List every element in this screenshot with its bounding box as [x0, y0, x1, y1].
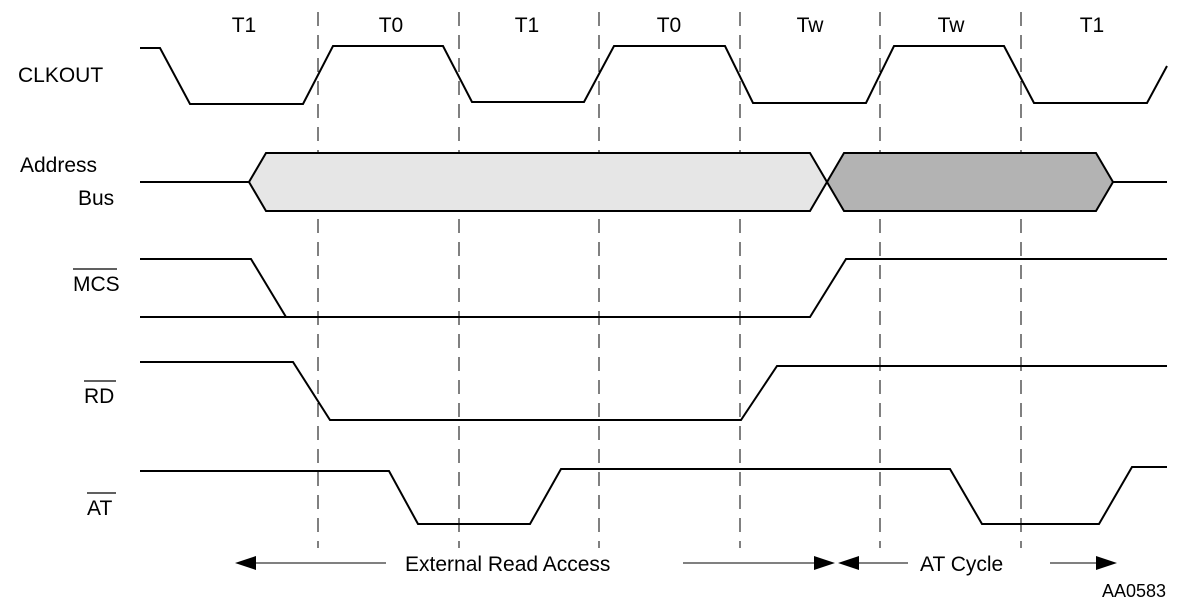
at-waveform: [140, 466, 1167, 525]
state-label: T1: [1080, 14, 1105, 37]
mcs-waveform-low: [140, 258, 1167, 318]
arrow-right-icon: [1096, 556, 1117, 570]
address-bus-at-segment: [825, 152, 1115, 212]
address-bus-label-line1: Address: [20, 154, 97, 177]
signal-labels: CLKOUT Address Bus MCS RD AT: [18, 64, 120, 520]
state-label: Tw: [797, 14, 825, 37]
rd-waveform: [140, 361, 1167, 421]
address-bus-read-segment: [247, 152, 829, 212]
mcs-waveform-high: [140, 258, 287, 318]
at-label: AT: [87, 497, 112, 520]
arrow-left-icon: [838, 556, 859, 570]
state-dividers: [317, 12, 1022, 548]
arrow-left-icon: [235, 556, 256, 570]
state-label: T1: [515, 14, 540, 37]
at-cycle-span: AT Cycle: [838, 553, 1117, 576]
clkout-label: CLKOUT: [18, 64, 103, 87]
at-cycle-label: AT Cycle: [920, 553, 1003, 576]
rd-label: RD: [84, 385, 114, 408]
state-label: T0: [657, 14, 682, 37]
state-label: T1: [232, 14, 257, 37]
clkout-waveform: [140, 45, 1168, 105]
arrow-right-icon: [814, 556, 835, 570]
mcs-label: MCS: [73, 273, 120, 296]
address-bus-label-line2: Bus: [78, 187, 114, 210]
state-labels: T1 T0 T1 T0 Tw Tw T1: [232, 14, 1105, 37]
state-label: Tw: [938, 14, 966, 37]
external-read-access-span: External Read Access: [235, 553, 835, 576]
state-label: T0: [379, 14, 404, 37]
external-read-access-label: External Read Access: [405, 553, 610, 576]
figure-id: AA0583: [1102, 581, 1166, 601]
